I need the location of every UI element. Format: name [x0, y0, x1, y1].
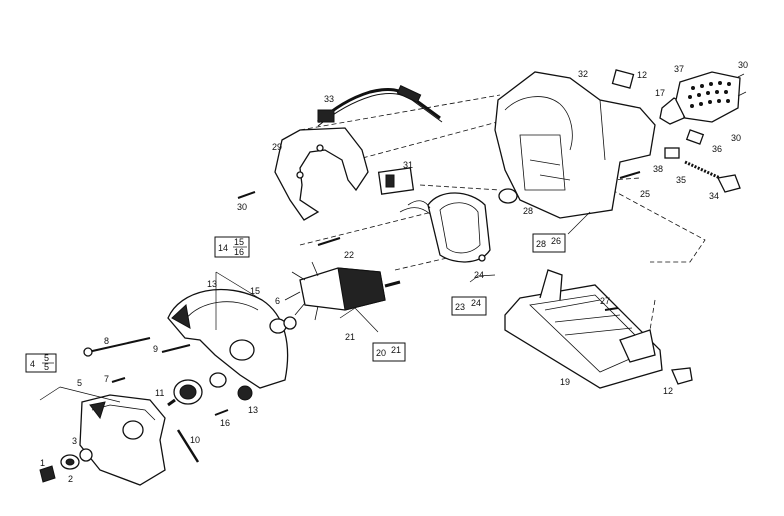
box-14-top: 15	[234, 237, 244, 247]
box-26-main: 28	[536, 239, 546, 249]
callout-28: 28	[523, 206, 533, 216]
callout-38: 38	[653, 164, 663, 174]
callout-7: 7	[104, 374, 109, 384]
power-cord	[317, 85, 443, 127]
callout-31: 31	[403, 160, 413, 170]
box-26-top: 26	[551, 236, 561, 246]
box-23-main: 23	[455, 302, 465, 312]
callout-27: 27	[600, 296, 610, 306]
callout-30-right: 30	[731, 133, 741, 143]
callout-21: 21	[345, 332, 355, 342]
callout-2: 2	[68, 474, 73, 484]
callout-12-bottom: 12	[663, 386, 673, 396]
bearings	[209, 316, 297, 401]
callout-9: 9	[153, 344, 158, 354]
switch	[377, 167, 415, 195]
callout-32: 32	[578, 69, 588, 79]
box-23-top: 24	[471, 298, 481, 308]
callout-17: 17	[655, 88, 665, 98]
callout-11: 11	[155, 388, 164, 398]
upper-guard	[167, 288, 289, 389]
callout-15: 15	[250, 286, 260, 296]
box-20-main: 20	[376, 348, 386, 358]
motor-housing	[494, 71, 656, 219]
gear	[167, 379, 203, 407]
callout-33: 33	[324, 94, 334, 104]
box-4-bottom: 5	[44, 362, 49, 372]
callout-labels: 1 2 3 5 6 7 8 9 10 11 12 12 13 13 15 16 …	[40, 60, 748, 484]
boxed-callout-26: 28 26	[532, 233, 566, 253]
callout-22: 22	[344, 250, 354, 260]
callout-24: 24	[474, 270, 484, 280]
boxed-callout-20: 20 21	[372, 342, 406, 362]
box-20-top: 21	[391, 345, 401, 355]
boxed-callout-14: 14 15 16	[214, 236, 250, 258]
callout-30-left: 30	[237, 202, 247, 212]
callout-25: 25	[640, 189, 650, 199]
callout-13-top: 13	[207, 279, 217, 289]
field-stator	[399, 192, 491, 263]
handle-half	[274, 127, 369, 221]
callout-8: 8	[104, 336, 109, 346]
base-shoe	[504, 269, 663, 389]
callout-30-top: 30	[738, 60, 748, 70]
assembly-lines	[299, 94, 706, 331]
callout-16: 16	[220, 418, 230, 428]
knob-12	[671, 367, 693, 385]
box-14-main: 14	[218, 243, 228, 253]
callout-12-top: 12	[637, 70, 647, 80]
callout-13-bottom: 13	[248, 405, 258, 415]
brush-parts	[611, 69, 747, 193]
callout-29: 29	[272, 142, 282, 152]
callout-10: 10	[190, 435, 200, 445]
callout-6: 6	[275, 296, 280, 306]
leader-lines	[39, 211, 591, 403]
fasteners	[39, 171, 641, 483]
callout-3: 3	[72, 436, 77, 446]
callout-36: 36	[712, 144, 722, 154]
callout-34: 34	[709, 191, 719, 201]
box-14-bottom: 16	[234, 247, 244, 257]
box-4-top: 5	[44, 353, 49, 363]
callout-5: 5	[77, 378, 82, 388]
boxed-callout-23: 23 24	[451, 296, 487, 316]
boxed-callout-4: 4 5 5	[25, 353, 57, 373]
callout-1: 1	[40, 458, 45, 468]
box-4-main: 4	[30, 359, 35, 369]
armature	[284, 261, 401, 321]
lower-guard	[79, 394, 166, 486]
callout-37: 37	[674, 64, 684, 74]
callout-19: 19	[560, 377, 570, 387]
callout-35: 35	[676, 175, 686, 185]
